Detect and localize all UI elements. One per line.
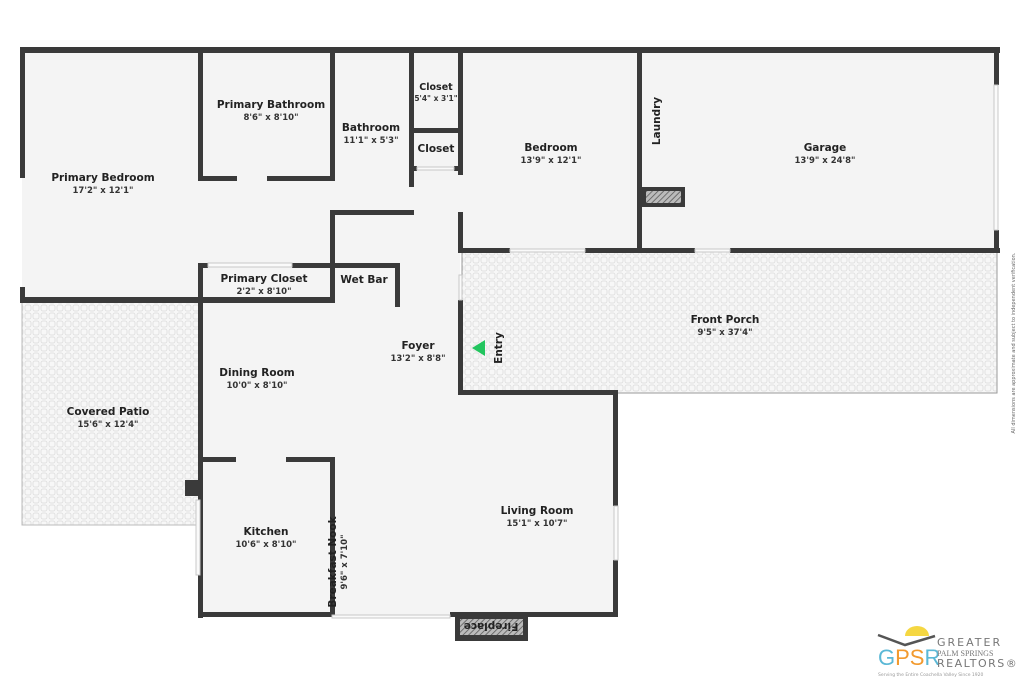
garage-label: Garage (804, 142, 847, 154)
primary-bedroom-dim: 17'2" x 12'1" (73, 186, 134, 196)
foyer-label: Foyer (401, 340, 435, 352)
primary-closet-label: Primary Closet (220, 273, 307, 285)
gpsr-logo: GPSR GPSR GREATER PALM SPRINGS REALTORS®… (877, 626, 1018, 678)
logo-line1: GREATER (937, 636, 1002, 649)
front-porch-label: Front Porch (691, 314, 760, 326)
laundry-appliance (646, 191, 681, 203)
kitchen-label: Kitchen (243, 526, 288, 538)
breakfast-nook-dim: 9'6" x 7'10" (340, 534, 350, 589)
walls (20, 47, 1000, 618)
dining-room-dim: 10'0" x 8'10" (227, 381, 288, 391)
wet-bar-label: Wet Bar (340, 274, 388, 286)
front-porch-dim: 9'5" x 37'4" (697, 328, 752, 338)
primary-bathroom-label: Primary Bathroom (217, 99, 325, 111)
living-room-label: Living Room (501, 505, 574, 517)
entry-label: Entry (493, 332, 505, 364)
fireplace-label: Fireplace (464, 620, 519, 632)
primary-bedroom-label: Primary Bedroom (51, 172, 154, 184)
logo-tagline: Serving the Entire Coachella Valley Sinc… (878, 672, 984, 678)
garage-dim: 13'9" x 24'8" (795, 156, 856, 166)
covered-patio-dim: 15'6" x 12'4" (78, 420, 139, 430)
bedroom-label: Bedroom (524, 142, 577, 154)
svg-text:GPSR: GPSR (878, 645, 940, 670)
covered-patio-label: Covered Patio (67, 406, 150, 418)
disclaimer: All dimensions are approximate and subje… (1011, 252, 1017, 433)
floors (21, 52, 998, 615)
closet-dim: 5'4" x 3'1" (414, 94, 457, 103)
closet-label: Closet (419, 82, 453, 93)
covered-patio-floor (21, 299, 201, 526)
room-labels: Primary Bedroom 17'2" x 12'1" Primary Ba… (51, 82, 855, 608)
primary-bathroom-dim: 8'6" x 8'10" (243, 113, 298, 123)
fireplace: Fireplace (455, 615, 528, 641)
bathroom-label: Bathroom (342, 122, 400, 134)
closet-2-label: Closet (418, 143, 455, 155)
laundry-label: Laundry (651, 97, 663, 145)
logo-line3: REALTORS® (937, 657, 1018, 670)
foyer-dim: 13'2" x 8'8" (390, 354, 445, 364)
bedroom-dim: 13'9" x 12'1" (521, 156, 582, 166)
primary-closet-dim: 2'2" x 8'10" (236, 287, 291, 297)
entry-arrow-icon (472, 340, 485, 356)
dining-room-label: Dining Room (219, 367, 295, 379)
kitchen-dim: 10'6" x 8'10" (236, 540, 297, 550)
breakfast-nook-label: Breakfast Nook (327, 515, 339, 607)
windows (195, 84, 999, 619)
living-room-dim: 15'1" x 10'7" (507, 519, 568, 529)
logo-mark: GPSR (878, 646, 938, 671)
bathroom-dim: 11'1" x 5'3" (343, 136, 398, 146)
logo-line2: PALM SPRINGS (937, 649, 993, 658)
